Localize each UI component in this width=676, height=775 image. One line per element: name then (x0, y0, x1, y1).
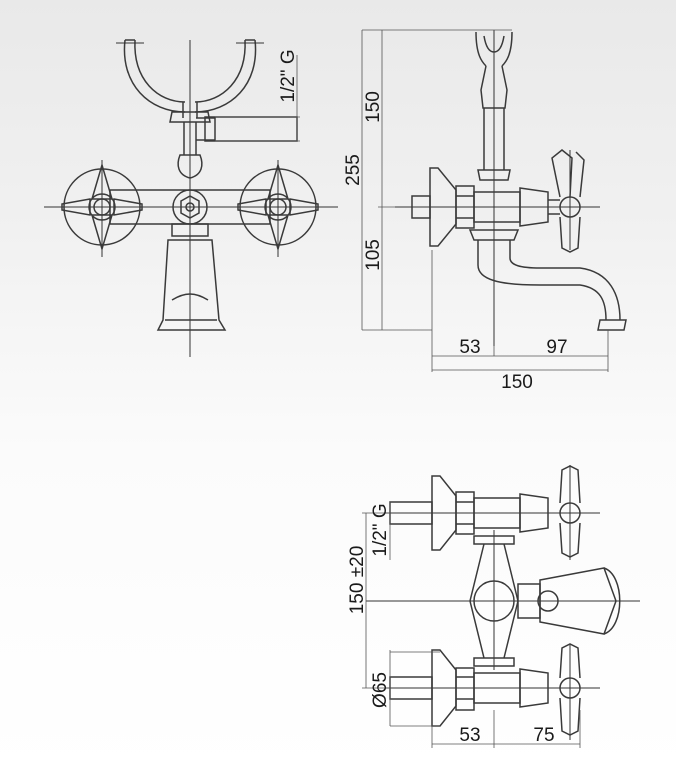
front-right-handle (237, 162, 319, 252)
front-thread-label: 1/2" G (278, 49, 299, 102)
side-dim-lower-height: 105 (363, 239, 384, 271)
top-lower-connection (389, 643, 581, 736)
side-dim-total-depth: 150 (501, 372, 533, 393)
side-dim-spout-reach: 97 (546, 337, 567, 358)
side-dimensions (361, 29, 609, 372)
side-view: 150 255 105 53 97 150 (343, 29, 627, 393)
top-dim-handle-offset: 75 (533, 725, 554, 746)
front-thread-dimension (215, 55, 300, 142)
shower-cradle (116, 39, 264, 123)
side-cradle (475, 31, 513, 181)
side-handle (548, 149, 585, 253)
top-dim-thread-label: 1/2" G (370, 503, 391, 556)
top-view: 1/2" G 150 ±20 Ø65 53 75 (347, 465, 640, 748)
front-left-handle (61, 162, 143, 252)
side-dim-upper-height: 150 (363, 91, 384, 123)
top-upper-connection (389, 465, 581, 558)
front-spout (156, 223, 227, 331)
top-dim-diameter: Ø65 (370, 672, 391, 708)
top-central-body (469, 535, 621, 667)
side-dim-wall-offset: 53 (459, 337, 480, 358)
side-body (411, 167, 549, 247)
top-dim-wall-offset: 53 (459, 725, 480, 746)
side-dim-total-height: 255 (343, 154, 364, 186)
side-spout (477, 240, 627, 331)
top-dimensions (362, 502, 581, 748)
front-view: 1/2" G (44, 39, 338, 357)
top-dim-centers: 150 ±20 (347, 546, 368, 615)
